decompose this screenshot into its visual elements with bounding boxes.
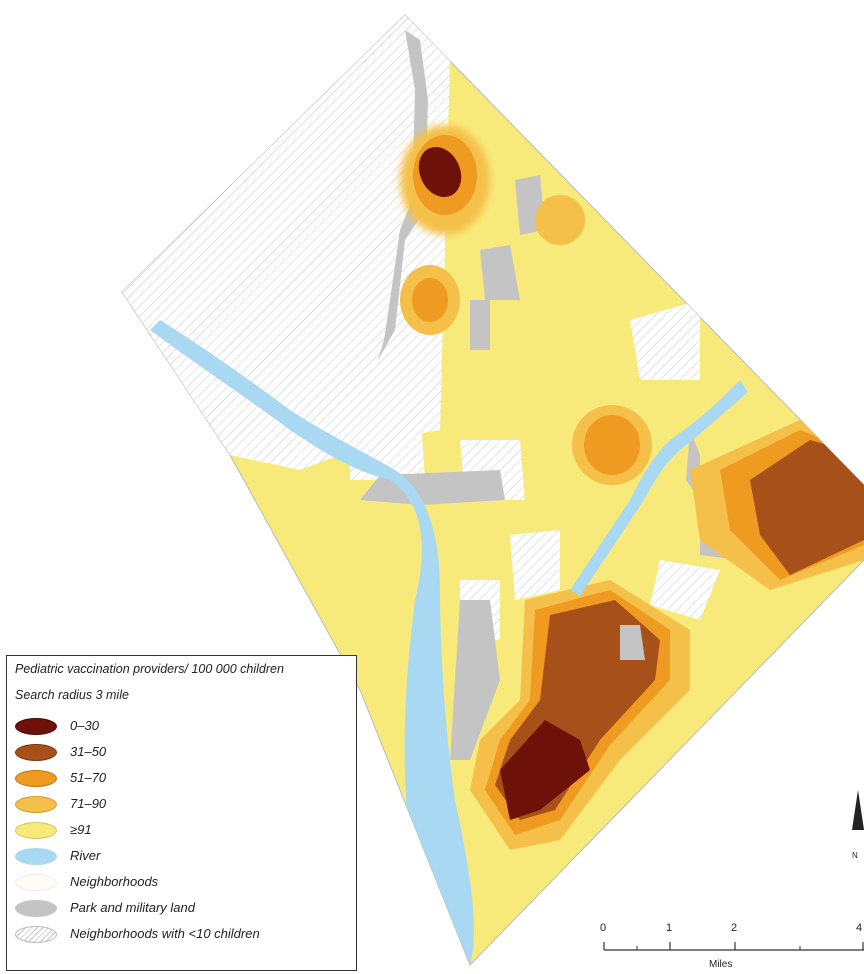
access-zone-71-90 bbox=[535, 195, 585, 245]
legend-label: 0–30 bbox=[70, 718, 99, 733]
access-zone-31-50 bbox=[750, 440, 864, 575]
potomac-river bbox=[150, 320, 475, 965]
swatch-51-70 bbox=[15, 770, 57, 787]
swatch-0-30 bbox=[15, 718, 57, 735]
swatch-71-90 bbox=[15, 796, 57, 813]
legend-item-low-children: Neighborhoods with <10 children bbox=[15, 922, 345, 946]
park-land bbox=[450, 600, 500, 760]
legend-subtitle: Search radius 3 mile bbox=[15, 688, 129, 702]
north-label: N bbox=[852, 851, 858, 860]
scale-tick-label: 4 bbox=[856, 922, 863, 934]
park-land bbox=[378, 30, 428, 360]
anacostia-river bbox=[570, 380, 748, 596]
legend-label: Park and military land bbox=[70, 900, 195, 915]
legend-label: Neighborhoods with <10 children bbox=[70, 926, 260, 941]
scale-tick-label: 2 bbox=[731, 922, 738, 934]
low-children-area bbox=[510, 530, 560, 600]
map-legend: Pediatric vaccination providers/ 100 000… bbox=[6, 655, 357, 971]
legend-item-51-70: 51–70 bbox=[15, 766, 345, 790]
low-children-area bbox=[650, 560, 720, 620]
legend-label: 71–90 bbox=[70, 796, 107, 811]
scale-tick-label: 0 bbox=[600, 922, 607, 934]
legend-label: 51–70 bbox=[70, 770, 107, 785]
access-zone-0-30 bbox=[500, 720, 590, 820]
swatch-park bbox=[15, 900, 57, 917]
north-arrow-icon bbox=[852, 790, 864, 830]
access-zone-51-70 bbox=[412, 278, 448, 322]
legend-item-0-30: 0–30 bbox=[15, 714, 345, 738]
park-land bbox=[620, 625, 645, 660]
legend-item-91-plus: ≥91 bbox=[15, 818, 345, 842]
swatch-neighborhoods bbox=[15, 874, 57, 891]
legend-label: 31–50 bbox=[70, 744, 107, 759]
swatch-river bbox=[15, 848, 57, 865]
legend-item-park: Park and military land bbox=[15, 896, 345, 920]
legend-item-river: River bbox=[15, 844, 345, 868]
legend-title: Pediatric vaccination providers/ 100 000… bbox=[15, 662, 284, 676]
scale-tick-label: 1 bbox=[666, 922, 673, 934]
scale-line bbox=[603, 942, 864, 951]
legend-item-neighborhoods: Neighborhoods bbox=[15, 870, 345, 894]
swatch-low-children bbox=[15, 926, 57, 943]
legend-label: River bbox=[70, 848, 101, 863]
legend-label: Neighborhoods bbox=[70, 874, 159, 889]
swatch-31-50 bbox=[15, 744, 57, 761]
park-land bbox=[480, 245, 520, 300]
legend-item-71-90: 71–90 bbox=[15, 792, 345, 816]
access-zone-0-30 bbox=[418, 146, 462, 198]
scale-unit: Miles bbox=[709, 959, 733, 970]
legend-item-31-50: 31–50 bbox=[15, 740, 345, 764]
low-children-area bbox=[630, 300, 700, 380]
scale-bar: 0 1 2 4 Miles bbox=[580, 900, 864, 974]
park-land bbox=[470, 300, 490, 350]
access-zone-51-70 bbox=[584, 415, 640, 475]
swatch-91-plus bbox=[15, 822, 57, 839]
legend-label: ≥91 bbox=[70, 822, 92, 837]
